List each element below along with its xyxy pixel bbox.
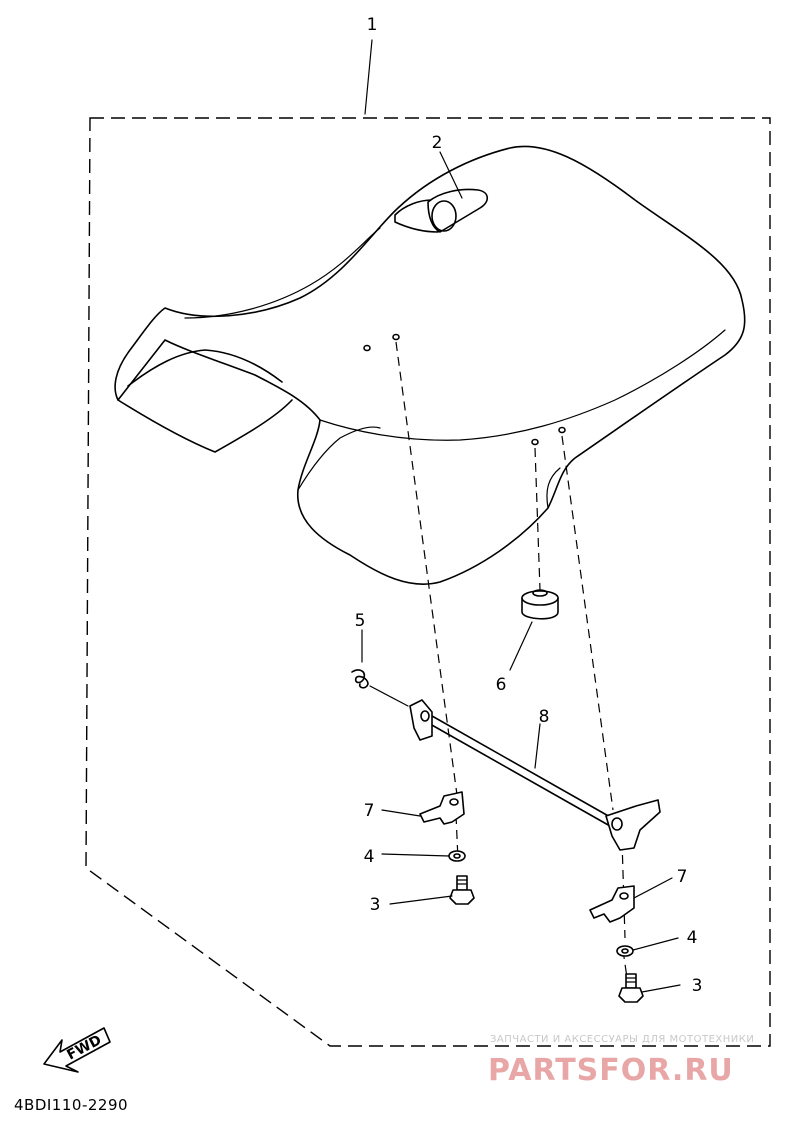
watermark: ЗАПЧАСТИ И АКСЕССУАРЫ ДЛЯ МОТОТЕХНИКИ PA… (488, 1034, 754, 1088)
part-8-lock-rod (409, 699, 661, 851)
part-7-bracket-left (381, 791, 465, 825)
diagram-part-code: 4BDI110-2290 (14, 1096, 128, 1114)
callout-2: 2 (432, 133, 443, 153)
callout-8: 8 (539, 707, 550, 727)
callout-4-right: 4 (687, 928, 698, 948)
part-7-bracket-right (589, 877, 673, 923)
watermark-tagline: ЗАПЧАСТИ И АКСЕССУАРЫ ДЛЯ МОТОТЕХНИКИ (490, 1034, 754, 1045)
callout-3-right: 3 (692, 976, 703, 996)
part-3-bolt-right (618, 973, 681, 1003)
callout-6: 6 (496, 675, 507, 695)
callout-5: 5 (355, 611, 366, 631)
fwd-label: FWD (64, 1032, 104, 1063)
part-2-hook (394, 151, 489, 233)
callout-1: 1 (367, 15, 378, 35)
callout-4-left: 4 (364, 847, 375, 867)
callout-7-left: 7 (364, 801, 375, 821)
part-3-bolt-left (389, 875, 475, 905)
fwd-arrow-icon: FWD (43, 1027, 111, 1073)
callout-3-left: 3 (370, 895, 381, 915)
seat (114, 145, 746, 585)
watermark-logo: PARTSFOR.RU (488, 1053, 734, 1088)
part-5-spring (351, 629, 409, 707)
assembly-boundary (85, 117, 771, 1047)
leader-1 (364, 39, 373, 115)
callout-7-right: 7 (677, 867, 688, 887)
part-4-washer-right (616, 937, 679, 957)
mount-lines (395, 341, 629, 986)
part-6-damper (509, 589, 559, 671)
part-4-washer-left (381, 850, 466, 862)
